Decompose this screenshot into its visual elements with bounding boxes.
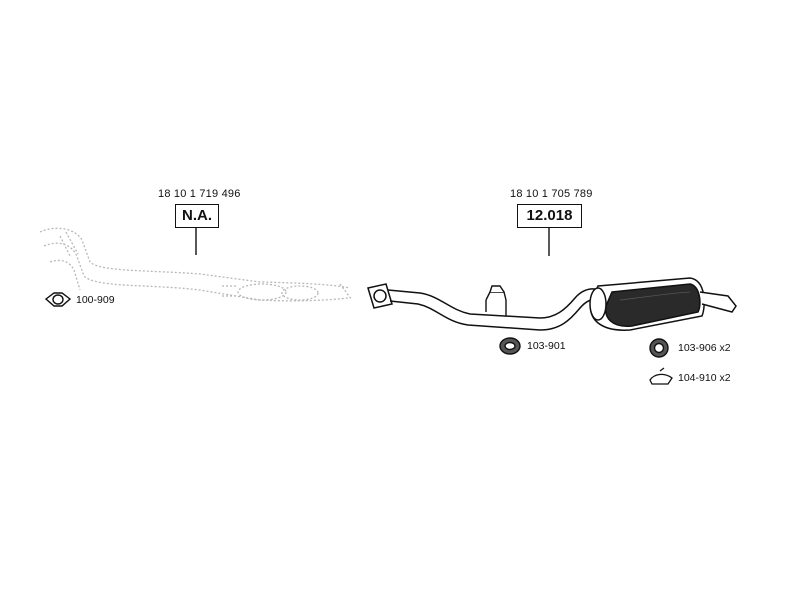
intermediate-pipe [387,288,601,331]
gasket-100-909-icon [44,292,72,307]
rear-oem-number: 18 10 1 705 789 [510,188,593,200]
front-oem-number: 18 10 1 719 496 [158,188,241,200]
pipe-hanger [485,285,507,316]
rubber-ring-103-901-icon [499,337,521,355]
rear-muffler [589,277,737,331]
accessory-104-910-label[interactable]: 104-910 x2 [678,372,731,384]
accessory-103-906-label[interactable]: 103-906 x2 [678,342,731,354]
front-pipe-outline [39,227,353,302]
clamp-104-910-icon [649,367,673,385]
rear-part-label[interactable]: 12.018 [517,204,582,228]
accessory-100-909-label[interactable]: 100-909 [76,294,115,306]
accessory-103-901-label[interactable]: 103-901 [527,340,566,352]
rubber-ring-103-906-icon [649,338,669,358]
rear-flange [367,283,393,309]
front-part-label[interactable]: N.A. [175,204,219,228]
